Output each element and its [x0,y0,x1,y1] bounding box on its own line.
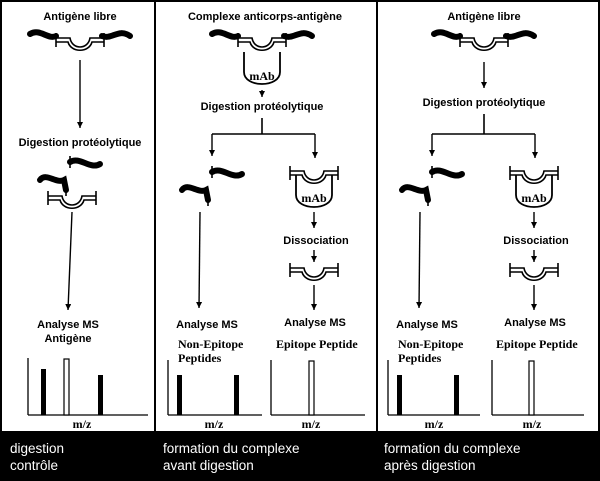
arrow [416,211,423,309]
footer-2-line-1: formation du complexe [163,441,300,456]
footer-1-line-2: contrôle [10,458,59,473]
peak-non-epitope [454,375,459,415]
peak-non-epitope [177,375,182,415]
panel-2-digestion-label: Digestion protéolytique [200,101,324,113]
panel-2-title: Complexe anticorps-antigène [187,11,343,23]
panel-1-analysis-label: Analyse MS [37,319,99,331]
antigen-strand [212,32,312,50]
panel-3-analysis-right: Analyse MS [504,317,566,329]
panel-3-non-epitope-label-1: Non-Epitope [398,337,464,351]
peak-epitope [308,360,315,416]
digested-fragments [40,156,100,196]
panel-3-graphics [387,32,584,416]
panel-3-dissociation-label: Dissociation [503,235,569,247]
panel-3-digestion-label: Digestion protéolytique [422,97,546,109]
panel-1-axis-label: m/z [72,417,92,431]
panel-2-graphics [167,32,365,416]
panel-3-analysis-left: Analyse MS [396,319,458,331]
flank-fragments [402,166,462,206]
panel-2-axis-label-right: m/z [301,417,321,431]
panel-1-title: Antigène libre [43,11,117,23]
footer-2-line-2: avant digestion [163,458,254,473]
peak-non-epitope [98,375,103,415]
panel-2-non-epitope-label-2: Peptides [178,351,222,365]
panel-3-non-epitope-label-2: Peptides [398,351,442,365]
peak-non-epitope [234,375,239,415]
panel-2-analysis-right: Analyse MS [284,317,346,329]
released-epitope [509,262,559,282]
epitope-fragment [47,190,97,210]
panel-2-antibody-label: mAb [249,69,275,83]
panel-3-axis-label-right: m/z [522,417,542,431]
panel-2-antibody-right-label: mAb [301,191,327,205]
panel-2-axis-label-left: m/z [204,417,224,431]
panel-border [0,0,600,433]
footer-3-line-2: après digestion [384,458,476,473]
panel-3-antibody-right-label: mAb [521,191,547,205]
peak-epitope [63,358,70,416]
panel-2-epitope-label: Epitope Peptide [276,337,358,351]
arrow [65,211,73,311]
peak-epitope [528,360,535,416]
released-epitope [289,262,339,282]
antigen-strand [30,32,130,50]
panel-3-epitope-label: Epitope Peptide [496,337,578,351]
antigen-strand [434,32,534,50]
footer-1-line-1: digestion [10,441,65,456]
panel-2-analysis-left: Analyse MS [176,319,238,331]
flank-fragments [182,166,242,206]
panel-2-non-epitope-label-1: Non-Epitope [178,337,244,351]
peak-non-epitope [41,369,46,415]
footer-band [0,432,600,481]
panel-1-analysis-sub: Antigène [44,333,92,345]
panel-3-axis-label-left: m/z [424,417,444,431]
panel-2-dissociation-label: Dissociation [283,235,349,247]
footer-3-line-1: formation du complexe [384,441,521,456]
panel-1-graphics [28,32,148,416]
arrow [196,211,203,309]
panel-3-title: Antigène libre [447,11,521,23]
peak-non-epitope [397,375,402,415]
panel-1-digestion-label: Digestion protéolytique [18,137,142,149]
